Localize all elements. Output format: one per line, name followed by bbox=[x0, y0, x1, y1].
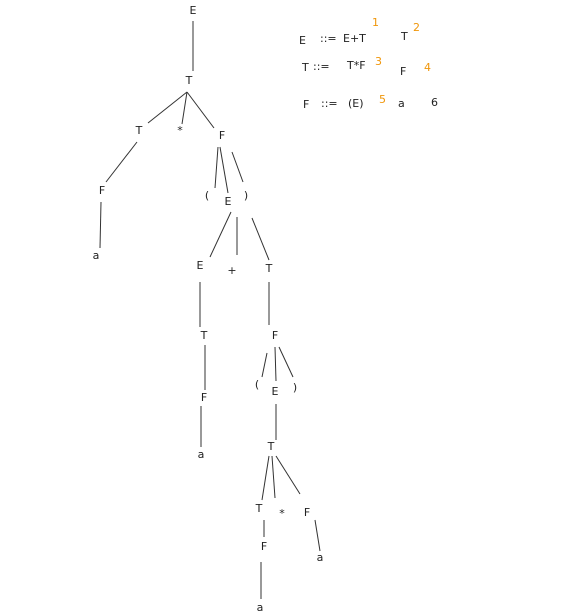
tree-node-n14: F bbox=[201, 391, 207, 404]
tree-node-n19: ) bbox=[293, 381, 297, 394]
tree-edge-n17 bbox=[261, 352, 268, 378]
tree-edge-n2 bbox=[147, 91, 188, 124]
rule2-number1: 3 bbox=[375, 55, 382, 68]
tree-node-n1: T bbox=[185, 74, 193, 87]
tree-node-n5: F bbox=[99, 184, 105, 197]
tree-edge-n5 bbox=[105, 141, 138, 183]
tree-node-n16: F bbox=[272, 329, 278, 342]
tree-edge-n3 bbox=[181, 91, 188, 125]
rule2-lhs: T bbox=[302, 61, 309, 74]
tree-node-n20: T bbox=[267, 440, 275, 453]
tree-edge-n6 bbox=[99, 201, 102, 249]
tree-node-n6: a bbox=[93, 249, 100, 262]
rule1-alternative2: T bbox=[401, 30, 408, 43]
rule1-number2: 2 bbox=[413, 21, 420, 34]
tree-edge-n19 bbox=[278, 346, 294, 378]
tree-edge-n12 bbox=[251, 217, 270, 261]
tree-edge-n26 bbox=[314, 519, 321, 552]
tree-edge-n9 bbox=[231, 151, 244, 183]
tree-edge-n7 bbox=[214, 146, 219, 189]
rule3-lhs: F bbox=[303, 98, 310, 111]
tree-node-n4: F bbox=[219, 129, 225, 142]
rule1-number1: 1 bbox=[372, 16, 379, 29]
tree-node-n18: E bbox=[272, 385, 279, 398]
tree-node-n24: F bbox=[261, 540, 267, 553]
rule3-alternative2: a bbox=[398, 97, 405, 110]
tree-node-n21: T bbox=[255, 502, 263, 515]
tree-node-n15: a bbox=[198, 448, 205, 461]
tree-edge-n18 bbox=[274, 346, 277, 382]
rule1-lhs: E bbox=[299, 34, 306, 47]
tree-edge-n8 bbox=[219, 146, 229, 194]
tree-node-n8: E bbox=[225, 195, 232, 208]
tree-node-n11: + bbox=[227, 264, 236, 277]
rule3-number1: 5 bbox=[379, 93, 386, 106]
tree-node-n9: ) bbox=[244, 189, 248, 202]
rule2-separator: ::= bbox=[313, 60, 330, 73]
rule3-separator: ::= bbox=[321, 97, 338, 110]
tree-node-n7: ( bbox=[205, 189, 209, 202]
tree-edge-n21 bbox=[261, 455, 270, 501]
tree-node-n26: a bbox=[317, 551, 324, 564]
tree-edge-n10 bbox=[209, 211, 232, 258]
tree-node-n23: F bbox=[304, 506, 310, 519]
tree-edge-n23 bbox=[275, 455, 301, 495]
tree-node-n3: * bbox=[177, 124, 183, 137]
rule3-alternative1: (E) bbox=[348, 97, 364, 110]
rule2-alternative2: F bbox=[400, 65, 407, 78]
rule1-separator: ::= bbox=[320, 32, 337, 45]
tree-edge-n4 bbox=[186, 91, 215, 129]
rule3-number2: 6 bbox=[431, 96, 438, 109]
tree-node-n2: T bbox=[135, 124, 143, 137]
tree-node-n13: T bbox=[200, 329, 208, 342]
tree-node-n25: a bbox=[257, 601, 264, 614]
rule2-number2: 4 bbox=[424, 61, 431, 74]
tree-node-n22: * bbox=[279, 507, 285, 520]
tree-edge-n22 bbox=[271, 455, 276, 499]
rule1-alternative1: E+T bbox=[343, 32, 366, 45]
tree-node-n10: E bbox=[197, 259, 204, 272]
tree-node-n0: E bbox=[190, 4, 197, 17]
tree-node-n17: ( bbox=[255, 378, 259, 391]
rule2-alternative1: T*F bbox=[347, 59, 366, 72]
tree-node-n12: T bbox=[265, 262, 273, 275]
